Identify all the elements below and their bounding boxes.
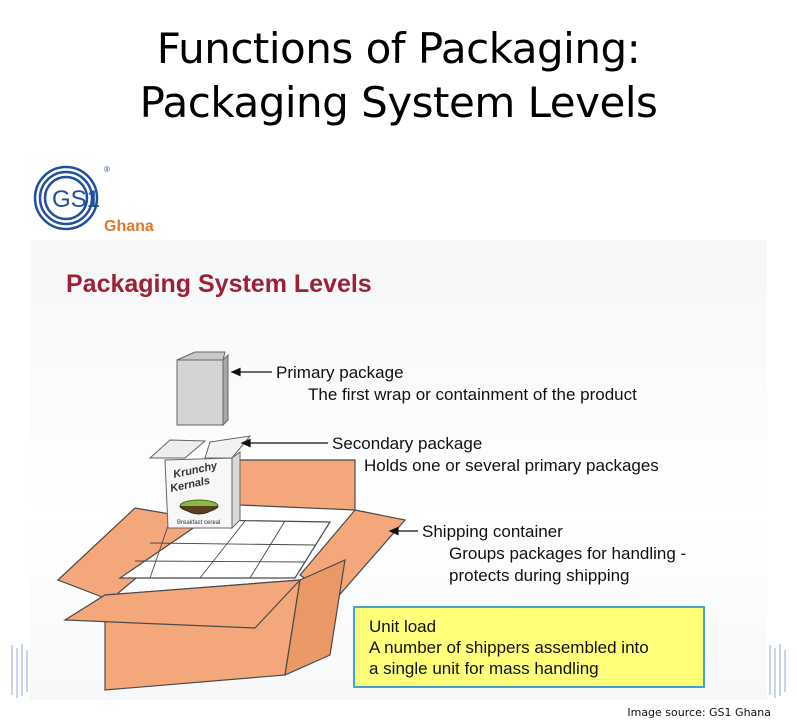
floor-dividers: [134, 519, 316, 579]
cereal-box-flap-right: [204, 435, 252, 459]
cereal-box-side: [231, 451, 241, 530]
unit-load-box: Unit load A number of shippers assembled…: [353, 606, 705, 688]
primary-package-side: [222, 353, 229, 427]
shipping-container-description-2: protects during shipping: [449, 566, 630, 585]
primary-package-label: Primary package: [276, 363, 404, 382]
diagram-heading: Packaging System Levels: [66, 270, 372, 298]
unit-load-label: Unit load: [369, 617, 437, 636]
title-line-2: Packaging System Levels: [139, 78, 658, 127]
gs1-logo: GS1 ®: [33, 165, 110, 231]
slide-title: Functions of Packaging: Packaging System…: [0, 22, 797, 130]
shipping-container-description-1: Groups packages for handling -: [449, 544, 687, 563]
unit-load-line-2: a single unit for mass handling: [369, 659, 599, 678]
gs1-logo-mark: GS1: [52, 186, 100, 213]
title-line-1: Functions of Packaging:: [156, 24, 641, 73]
decorative-stripes-right: [769, 644, 786, 698]
primary-package-description: The first wrap or containment of the pro…: [308, 385, 637, 404]
shipping-box-back-flap: [224, 459, 356, 511]
decorative-stripes-left: [11, 644, 28, 698]
secondary-package-label: Secondary package: [332, 434, 483, 453]
cereal-box-flap-left: [148, 439, 207, 459]
shipping-box-floor: [118, 519, 332, 579]
shipping-box-front-flap: [63, 579, 302, 629]
primary-package-front: [176, 359, 224, 426]
secondary-package-description: Holds one or several primary packages: [364, 456, 659, 475]
shipping-box-side: [284, 559, 346, 676]
cereal-caption: Breakfast cereal: [177, 520, 220, 526]
svg-text:®: ®: [104, 165, 110, 174]
logo-country: Ghana: [104, 218, 154, 235]
image-source: Image source: GS1 Ghana: [627, 706, 771, 719]
unit-load-line-1: A number of shippers assembled into: [369, 638, 649, 657]
shipping-container-label: Shipping container: [422, 522, 563, 541]
primary-package-top: [176, 351, 226, 361]
